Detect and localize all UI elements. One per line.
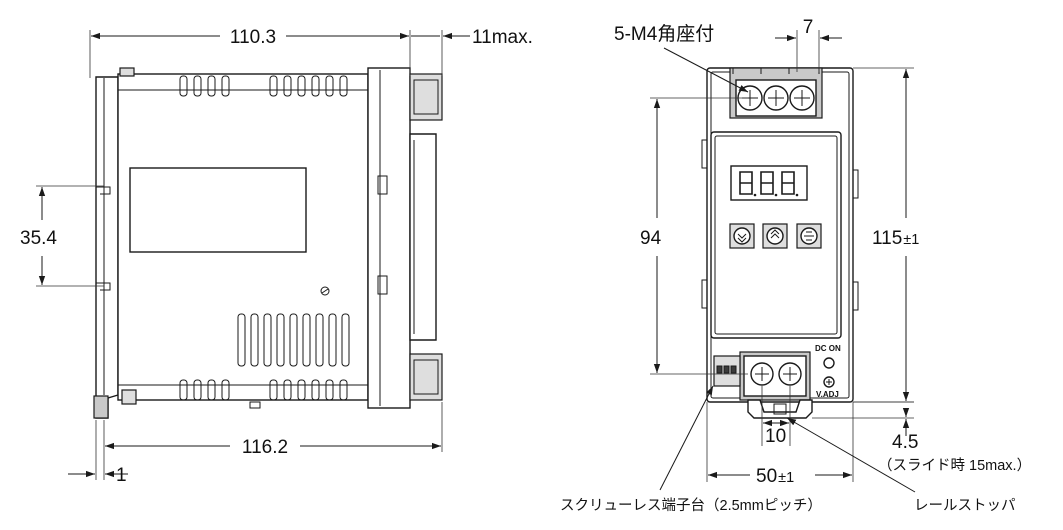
seven-segment-display: [730, 165, 808, 201]
dim-side-top-max: 11max.: [472, 27, 533, 48]
chevron-up-icon: [766, 227, 784, 245]
side-clip-foot: [93, 395, 109, 419]
side-bottom-vents: [179, 379, 348, 401]
side-front-panel: [367, 67, 411, 409]
screwless-terminal-label: スクリューレス端子台（2.5mmピッチ）: [560, 497, 822, 514]
side-lower-vents: [237, 313, 350, 367]
side-top-terminal: [409, 73, 443, 121]
dc-on-label: DC ON: [815, 344, 841, 353]
dc-on-led: [823, 357, 835, 369]
dim-front-height-total: 115±1: [872, 228, 919, 249]
front-bottom-terminal-block: [713, 351, 813, 419]
dim-front-height-inner: 94: [640, 228, 662, 249]
side-label-window: [129, 167, 307, 253]
side-view: 110.3 11max. 35.4 116.2 1: [20, 27, 533, 486]
dim-front-width: 50±1: [756, 466, 794, 487]
rail-stopper-label: レールストッパ: [914, 497, 1016, 514]
side-rail-clip: [95, 76, 119, 419]
side-bottom-terminal: [409, 353, 443, 401]
dim-side-bottom-offset: 1: [116, 465, 127, 486]
side-top-vents: [179, 75, 348, 97]
dim-front-bottom-pitch: 10: [765, 426, 786, 447]
dim-side-rail-height: 35.4: [20, 228, 57, 249]
front-buttons: [729, 223, 822, 249]
dim-side-top-width: 110.3: [230, 27, 276, 48]
front-view: DC ON V.ADJ 7 5-M4角座付 94 115±1 10: [560, 17, 1031, 514]
dim-front-bottom-gap: 4.5: [892, 432, 918, 453]
v-adj-label: V.ADJ: [816, 390, 839, 399]
slide-note: （スライド時 15max.）: [878, 457, 1031, 474]
top-terminal-label: 5-M4角座付: [614, 23, 714, 45]
front-top-terminal-block: [729, 67, 823, 119]
rail-stopper-part: [747, 399, 813, 419]
chevron-down-icon: [733, 227, 751, 245]
dim-side-bottom-width: 116.2: [242, 437, 288, 458]
dim-front-terminal-pitch: 7: [803, 17, 814, 38]
